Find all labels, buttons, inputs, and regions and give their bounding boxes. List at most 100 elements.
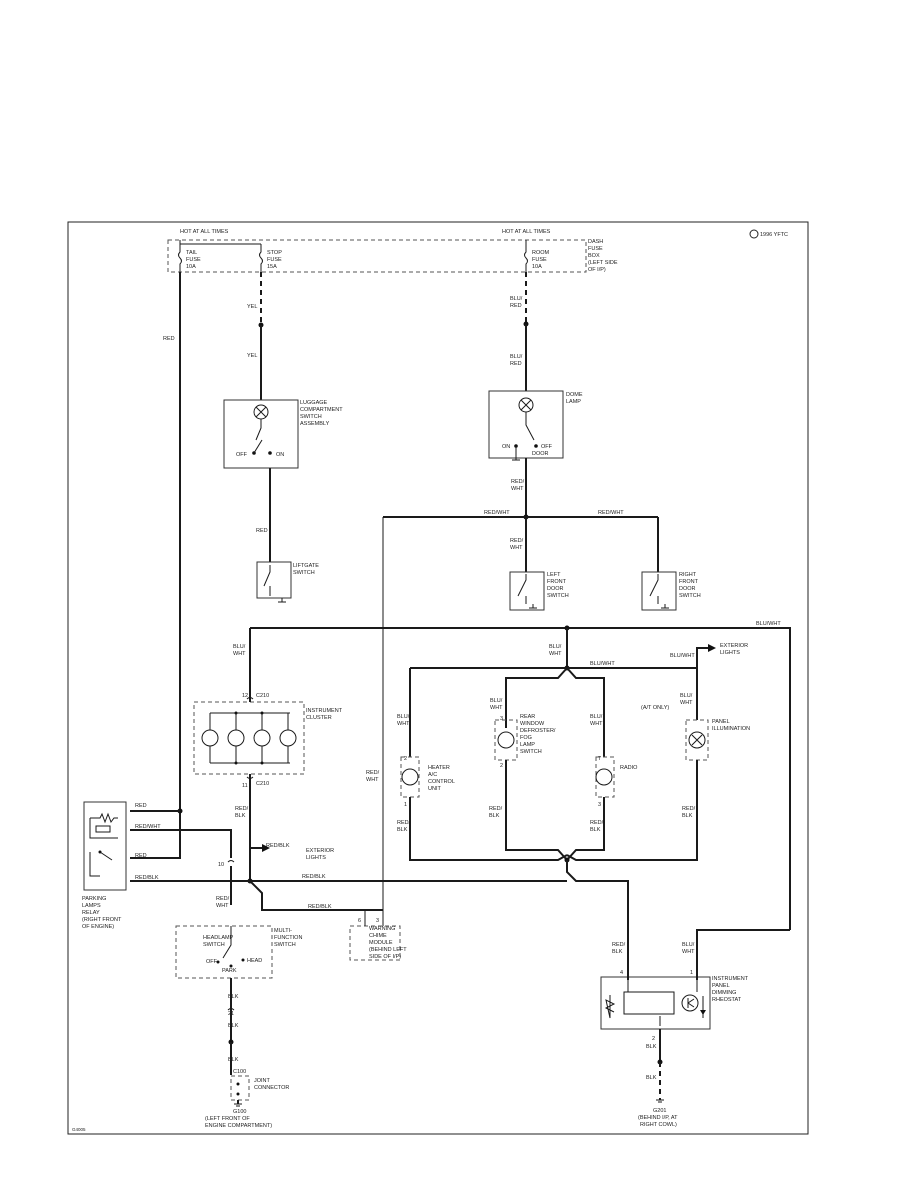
svg-text:RED: RED <box>135 803 147 809</box>
svg-text:WINDOW: WINDOW <box>520 721 545 727</box>
joint-connector: C100 JOINT CONNECTOR <box>230 1069 289 1101</box>
svg-text:SIDE OF I/P): SIDE OF I/P) <box>369 954 401 960</box>
svg-text:PARKING: PARKING <box>82 896 106 902</box>
dome-lamp: ON OFF DOOR DOME LAMP <box>488 390 583 461</box>
svg-text:STOP: STOP <box>267 250 282 256</box>
svg-text:BLK: BLK <box>646 1075 657 1081</box>
svg-text:BLU/: BLU/ <box>233 644 246 650</box>
svg-text:BLU/: BLU/ <box>590 714 603 720</box>
svg-text:RED/BLK: RED/BLK <box>308 904 332 910</box>
svg-text:(A/T ONLY): (A/T ONLY) <box>641 705 669 711</box>
svg-text:BLU/: BLU/ <box>490 698 503 704</box>
svg-text:DIMMING: DIMMING <box>712 990 736 996</box>
svg-text:CLUSTER: CLUSTER <box>306 715 332 721</box>
svg-text:SWITCH: SWITCH <box>547 593 569 599</box>
svg-text:WHT: WHT <box>510 545 523 551</box>
svg-text:FRONT: FRONT <box>679 579 699 585</box>
liftgate-switch: LIFTGATE SWITCH <box>256 561 319 603</box>
headlamp-multifunction-switch: OFF PARK HEAD HEADLAMP SWITCH MULTI- FUN… <box>175 925 302 979</box>
svg-text:RED/: RED/ <box>216 896 230 902</box>
svg-text:WHT: WHT <box>511 486 524 492</box>
svg-text:HEATER: HEATER <box>428 765 450 771</box>
svg-text:RED/BLK: RED/BLK <box>302 874 326 880</box>
svg-text:CHIME: CHIME <box>369 933 387 939</box>
tail-fuse: TAIL FUSE 10A <box>178 240 201 272</box>
svg-text:RHEOSTAT: RHEOSTAT <box>712 997 742 1003</box>
svg-text:SWITCH: SWITCH <box>679 593 701 599</box>
svg-text:RED/WHT: RED/WHT <box>135 824 161 830</box>
svg-text:PANEL: PANEL <box>712 719 730 725</box>
svg-text:BLK: BLK <box>612 949 623 955</box>
svg-text:1: 1 <box>404 802 407 808</box>
svg-text:3: 3 <box>598 802 601 808</box>
svg-text:DOOR: DOOR <box>532 451 549 457</box>
svg-text:C100: C100 <box>233 1069 246 1075</box>
svg-text:11: 11 <box>242 783 248 789</box>
svg-text:SWITCH: SWITCH <box>293 570 315 576</box>
svg-text:OFF: OFF <box>236 452 248 458</box>
svg-text:MODULE: MODULE <box>369 940 393 946</box>
svg-text:LIGHTS: LIGHTS <box>720 650 740 656</box>
svg-text:FOG: FOG <box>520 735 532 741</box>
svg-text:1: 1 <box>690 970 693 976</box>
left-front-door-switch: LEFT FRONT DOOR SWITCH <box>509 571 569 611</box>
svg-text:WHT: WHT <box>233 651 246 657</box>
ground-g201-label: G201 (BEHIND I/P, AT RIGHT COWL) <box>638 1108 678 1128</box>
svg-text:SWITCH: SWITCH <box>274 942 296 948</box>
svg-text:FRONT: FRONT <box>547 579 567 585</box>
svg-text:RED: RED <box>510 361 522 367</box>
svg-text:RED/: RED/ <box>510 538 524 544</box>
svg-text:DASH: DASH <box>588 239 603 245</box>
svg-text:BLK: BLK <box>590 827 601 833</box>
svg-text:BLK: BLK <box>228 1023 239 1029</box>
parking-lamps-relay: PARKING LAMPS RELAY (RIGHT FRONT OF ENGI… <box>82 801 127 930</box>
heater-ac-control-unit: 2 1 HEATER A/C CONTROL UNIT <box>400 756 455 808</box>
svg-text:RED: RED <box>135 853 147 859</box>
svg-text:PANEL: PANEL <box>712 983 730 989</box>
svg-text:LEFT: LEFT <box>547 572 561 578</box>
svg-text:OFF: OFF <box>541 444 553 450</box>
svg-text:EXTERIOR: EXTERIOR <box>306 848 334 854</box>
svg-text:RELAY: RELAY <box>82 910 100 916</box>
svg-text:10A: 10A <box>532 264 542 270</box>
luggage-compartment-switch: OFF ON LUGGAGE COMPARTMENT SWITCH ASSEMB… <box>223 399 343 469</box>
svg-text:LUGGAGE: LUGGAGE <box>300 400 328 406</box>
svg-text:LIGHTS: LIGHTS <box>306 855 326 861</box>
svg-text:RED/: RED/ <box>235 806 249 812</box>
svg-text:WHT: WHT <box>216 903 229 909</box>
svg-text:TAIL: TAIL <box>186 250 197 256</box>
svg-text:FUSE: FUSE <box>186 257 201 263</box>
svg-text:BLK: BLK <box>228 994 239 1000</box>
svg-text:(BEHIND LEFT: (BEHIND LEFT <box>369 947 407 953</box>
svg-text:RED/WHT: RED/WHT <box>598 510 624 516</box>
svg-text:ON: ON <box>502 444 510 450</box>
svg-text:RADIO: RADIO <box>620 765 638 771</box>
svg-text:OF ENGINE): OF ENGINE) <box>82 924 114 930</box>
svg-text:BLU/: BLU/ <box>510 354 523 360</box>
svg-text:FUNCTION: FUNCTION <box>274 935 302 941</box>
svg-text:HEADLAMP: HEADLAMP <box>203 935 234 941</box>
diagram-border <box>67 221 809 1135</box>
svg-text:RED/: RED/ <box>511 479 525 485</box>
svg-text:RED/: RED/ <box>366 770 380 776</box>
warning-chime-module: 6 3 WARNING CHIME MODULE (BEHIND LEFT SI… <box>349 918 407 961</box>
svg-text:BLU/WHT: BLU/WHT <box>756 621 781 627</box>
hot-at-all-times-left: HOT AT ALL TIMES <box>180 229 229 235</box>
svg-text:DEFROSTER/: DEFROSTER/ <box>520 728 556 734</box>
svg-text:FUSE: FUSE <box>532 257 547 263</box>
room-fuse: ROOM FUSE 10A <box>524 240 550 272</box>
instrument-cluster: C210 12 INSTRUMENT CLUSTER 11 C210 <box>193 693 343 789</box>
svg-text:BLK: BLK <box>682 813 693 819</box>
svg-text:2: 2 <box>500 763 503 769</box>
svg-text:JOINT: JOINT <box>254 1078 271 1084</box>
svg-text:YEL: YEL <box>247 353 257 359</box>
svg-text:CONTROL: CONTROL <box>428 779 455 785</box>
svg-text:(LEFT SIDE: (LEFT SIDE <box>588 260 618 266</box>
svg-text:WHT: WHT <box>682 949 695 955</box>
svg-text:G100: G100 <box>233 1109 246 1115</box>
svg-text:LIFTGATE: LIFTGATE <box>293 563 319 569</box>
svg-text:10: 10 <box>218 862 224 868</box>
svg-text:SWITCH: SWITCH <box>300 414 322 420</box>
svg-text:YEL: YEL <box>247 304 257 310</box>
svg-text:10A: 10A <box>186 264 196 270</box>
